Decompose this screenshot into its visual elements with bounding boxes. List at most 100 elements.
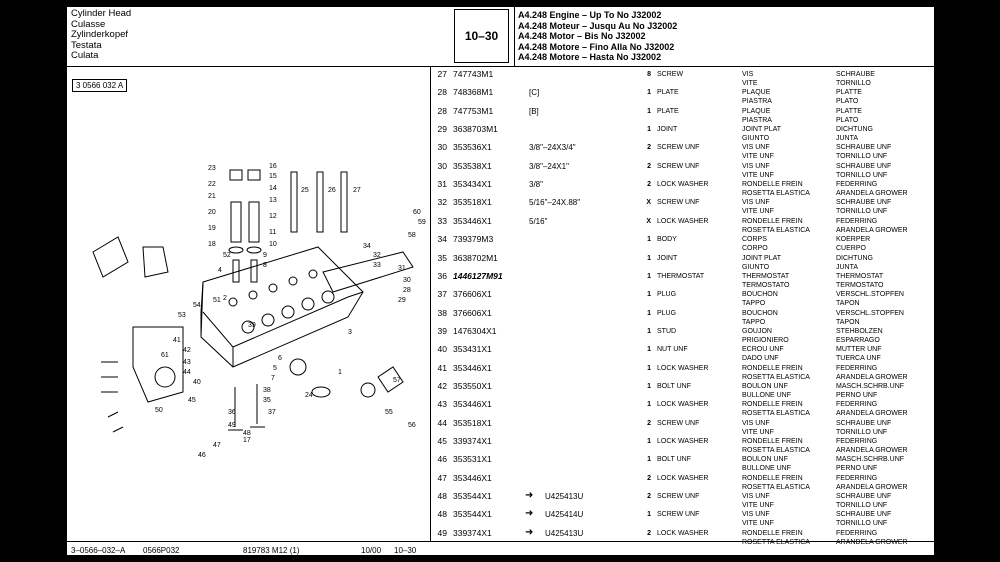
quantity: 2 [647,181,651,189]
exploded-view-diagram: 23 22 21 20 19 18 4 2 1 3 5 6 7 8 9 10 1… [92,163,426,459]
description-line: ROSETTA ELASTICA [742,538,810,546]
description-en: LOCK WASHER [657,529,709,537]
ref-number: 30 [437,142,447,153]
description-en: SCREW [657,71,684,78]
footer-publication-ref: 819783 M12 (1) [243,546,300,555]
diagram-label: 28 [403,287,411,294]
serial-note: U425413U [545,492,584,502]
diagram-label: 61 [161,352,169,359]
spec-note: 5/16" [529,216,548,226]
description-line: TORNILLO UNF [836,502,888,510]
description-line: SCHRAUBE [836,71,875,78]
quantity: 1 [647,438,651,445]
column-divider [430,67,431,541]
diagram-label: 2 [223,295,227,302]
parts-catalog-page: Cylinder Head Culasse Zylinderkopef Test… [66,6,935,556]
quantity: 2 [647,144,651,152]
spec-note: 3/8"–24X1" [529,161,569,171]
quantity: 1 [647,126,651,134]
description-en: BOLT UNF [657,382,691,390]
diagram-label: 11 [269,229,276,236]
diagram-label: 40 [193,379,201,386]
description-en: PLATE [657,89,679,97]
diagram-label: 9 [263,252,267,259]
spec-note: [B] [529,106,539,116]
description-line: FEDERRING [836,401,878,409]
part-number: 339374X1 [453,436,492,446]
ref-number: 47 [437,472,447,483]
description-en: SCREW UNF [657,162,700,170]
description-en: PLUG [657,291,677,299]
description-line: FEDERRING [836,181,878,189]
description-line: VERSCHL.STOPFEN [836,309,904,317]
engine-applicability: A4.248 Engine – Up To No J32002 A4.248 M… [518,10,677,63]
diagram-label: 52 [223,252,231,259]
description-line: FEDERRING [836,529,878,537]
description-line: VITE UNF [742,520,774,528]
diagram-label: 8 [263,262,267,269]
description-line: SCHRAUBE UNF [836,419,892,427]
description-line: JUNTA [836,135,859,143]
ref-number: 44 [437,417,447,428]
description-en: BOLT UNF [657,456,691,464]
part-number: 353446X1 [453,215,492,226]
diagram-label: 58 [408,232,416,239]
description-en: BODY [657,236,677,244]
valve-spring-left [230,201,242,243]
quantity: 2 [647,493,651,501]
description-line: BOULON UNF [742,382,788,390]
description-line: MASCH.SCHRB.UNF [836,456,905,464]
part-number: 353434X1 [453,179,492,190]
quantity: 1 [647,401,651,409]
cylinder-head-block [200,246,364,368]
quantity: 1 [647,364,651,372]
description-en: LOCK WASHER [657,364,709,372]
description-line: SCHRAUBE UNF [836,162,892,170]
diagram-label: 38 [263,387,271,394]
diagram-label: 54 [193,302,201,309]
description-line: FEDERRING [836,217,878,225]
description-line: VIS UNF [742,162,770,170]
description-line: RONDELLE FREIN [742,181,803,189]
quantity: 1 [647,254,651,262]
part-number: 376606X1 [453,289,492,300]
description-line: ECROU UNF [742,346,784,354]
description-en: LOCK WASHER [657,474,709,482]
diagram-label: 3 [348,329,352,336]
diagram-label: 27 [353,187,361,194]
description-line: PERNO UNF [836,465,878,473]
spec-note: 3/8"–24X3/4" [529,143,576,153]
diagram-label: 47 [213,442,221,449]
diagram-label: 48 [243,430,251,437]
description-line: TUERCA UNF [836,355,881,363]
diagram-label: 20 [208,209,216,216]
ref-number: 28 [437,87,447,98]
diagram-label: 5 [273,365,277,372]
description-line: PLATTE [836,107,862,115]
serial-arrow-icon: ➜ [525,508,534,520]
part-number: 3638702M1 [453,252,498,263]
description-en: PLUG [657,309,677,317]
description-line: KOERPER [836,236,871,244]
description-line: DADO UNF [742,355,779,363]
description-line: BULLONE UNF [742,465,792,473]
description-line: VITE UNF [742,208,774,216]
diagram-label: 53 [178,312,186,319]
diagram-label: 33 [373,262,381,269]
